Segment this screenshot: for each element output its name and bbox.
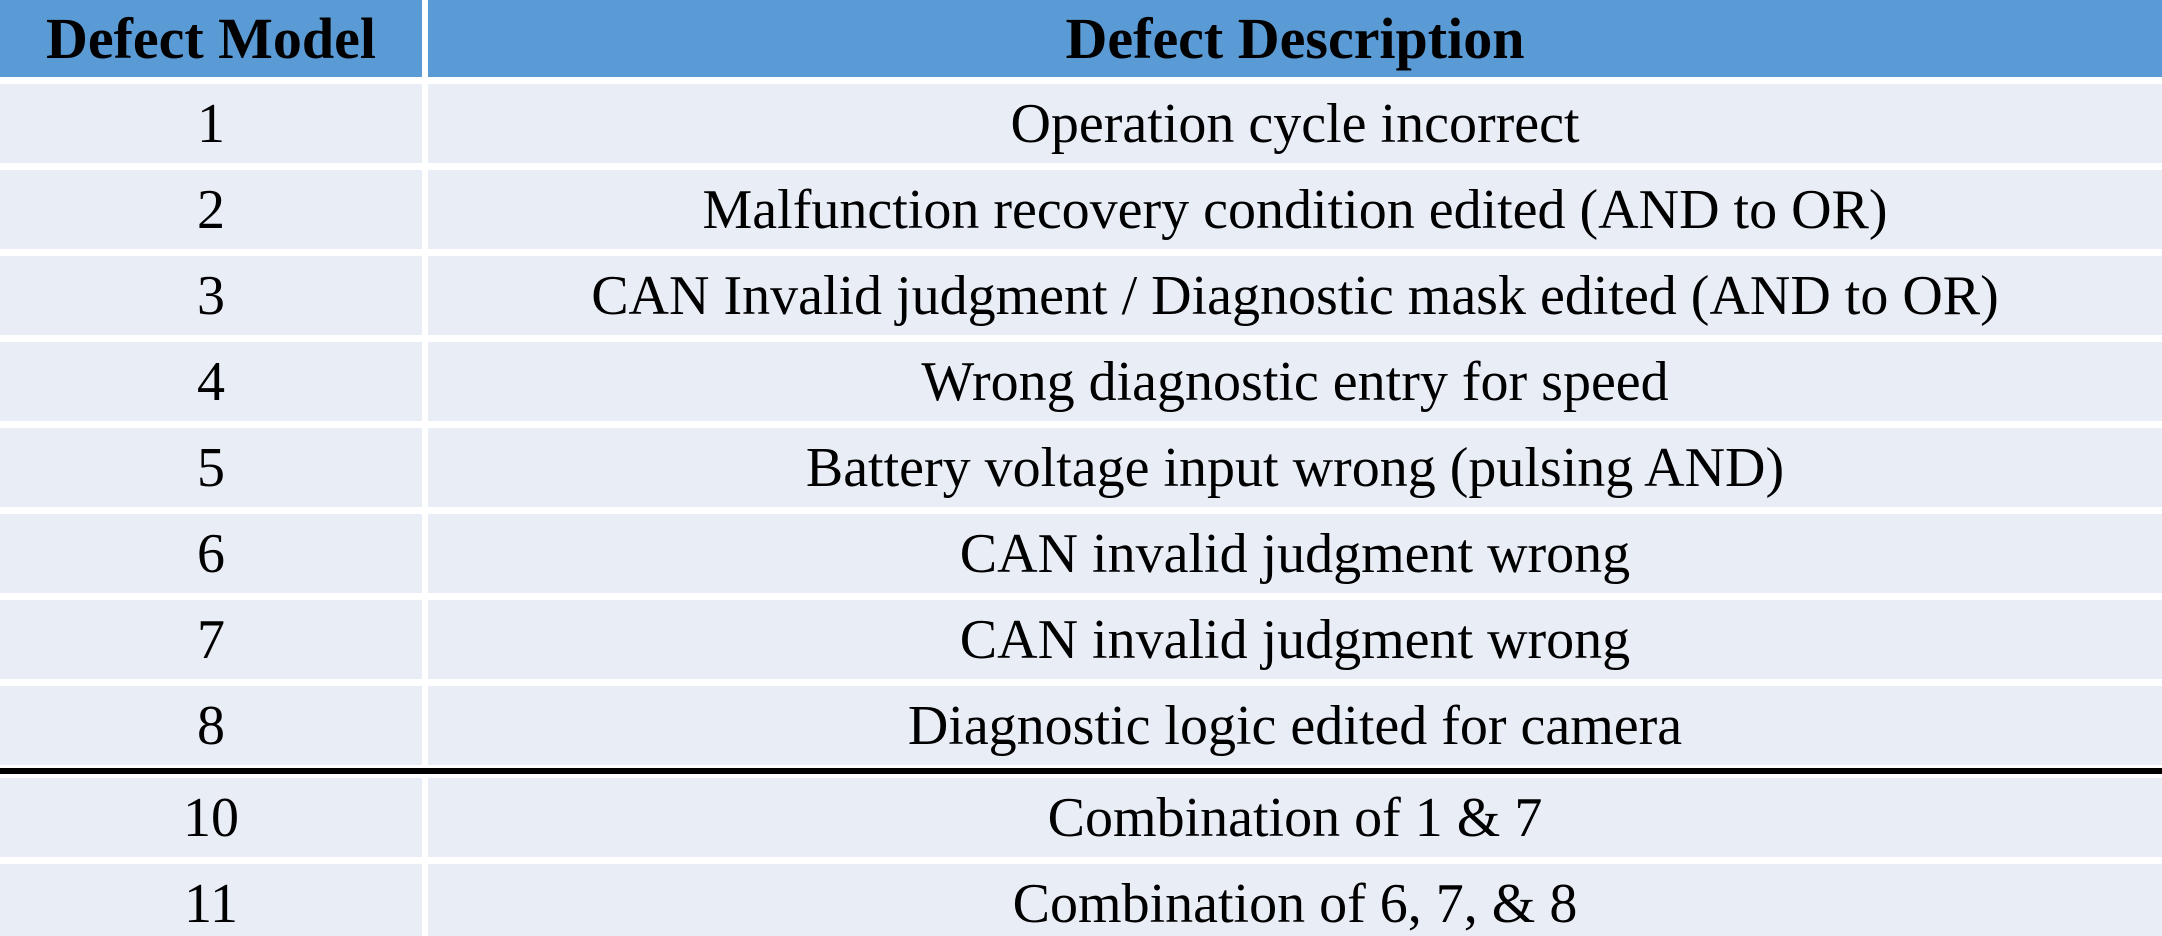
table-row: 1 Operation cycle incorrect: [0, 84, 2162, 163]
defect-model-cell: 6: [0, 514, 422, 593]
defect-description-cell: Combination of 6, 7, & 8: [428, 864, 2162, 936]
table-row: 3 CAN Invalid judgment / Diagnostic mask…: [0, 256, 2162, 335]
defect-description-cell: Wrong diagnostic entry for speed: [428, 342, 2162, 421]
defect-description-cell: Combination of 1 & 7: [428, 778, 2162, 857]
defect-model-cell: 1: [0, 84, 422, 163]
defect-model-cell: 2: [0, 170, 422, 249]
defect-description-cell: CAN invalid judgment wrong: [428, 514, 2162, 593]
defect-model-cell: 11: [0, 864, 422, 936]
table-body: 1 Operation cycle incorrect 2 Malfunctio…: [0, 84, 2162, 936]
table-row: 6 CAN invalid judgment wrong: [0, 514, 2162, 593]
table-header-row: Defect Model Defect Description: [0, 0, 2162, 77]
defect-model-cell: 5: [0, 428, 422, 507]
defect-description-cell: Battery voltage input wrong (pulsing AND…: [428, 428, 2162, 507]
defect-model-cell: 3: [0, 256, 422, 335]
table-row: 4 Wrong diagnostic entry for speed: [0, 342, 2162, 421]
defect-model-cell: 8: [0, 686, 422, 765]
defect-description-cell: Malfunction recovery condition edited (A…: [428, 170, 2162, 249]
defect-description-cell: CAN Invalid judgment / Diagnostic mask e…: [428, 256, 2162, 335]
defect-model-cell: 4: [0, 342, 422, 421]
defect-model-cell: 10: [0, 778, 422, 857]
defect-description-cell: Operation cycle incorrect: [428, 84, 2162, 163]
table-row: 11 Combination of 6, 7, & 8: [0, 864, 2162, 936]
table-row: 5 Battery voltage input wrong (pulsing A…: [0, 428, 2162, 507]
table-row: 8 Diagnostic logic edited for camera: [0, 686, 2162, 765]
defect-model-cell: 7: [0, 600, 422, 679]
section-separator-line: [0, 768, 2162, 774]
column-header-defect-description: Defect Description: [428, 0, 2162, 77]
table-row: 10 Combination of 1 & 7: [0, 778, 2162, 857]
column-header-defect-model: Defect Model: [0, 0, 422, 77]
table-row: 7 CAN invalid judgment wrong: [0, 600, 2162, 679]
defect-description-cell: Diagnostic logic edited for camera: [428, 686, 2162, 765]
table-row: 2 Malfunction recovery condition edited …: [0, 170, 2162, 249]
defect-description-cell: CAN invalid judgment wrong: [428, 600, 2162, 679]
